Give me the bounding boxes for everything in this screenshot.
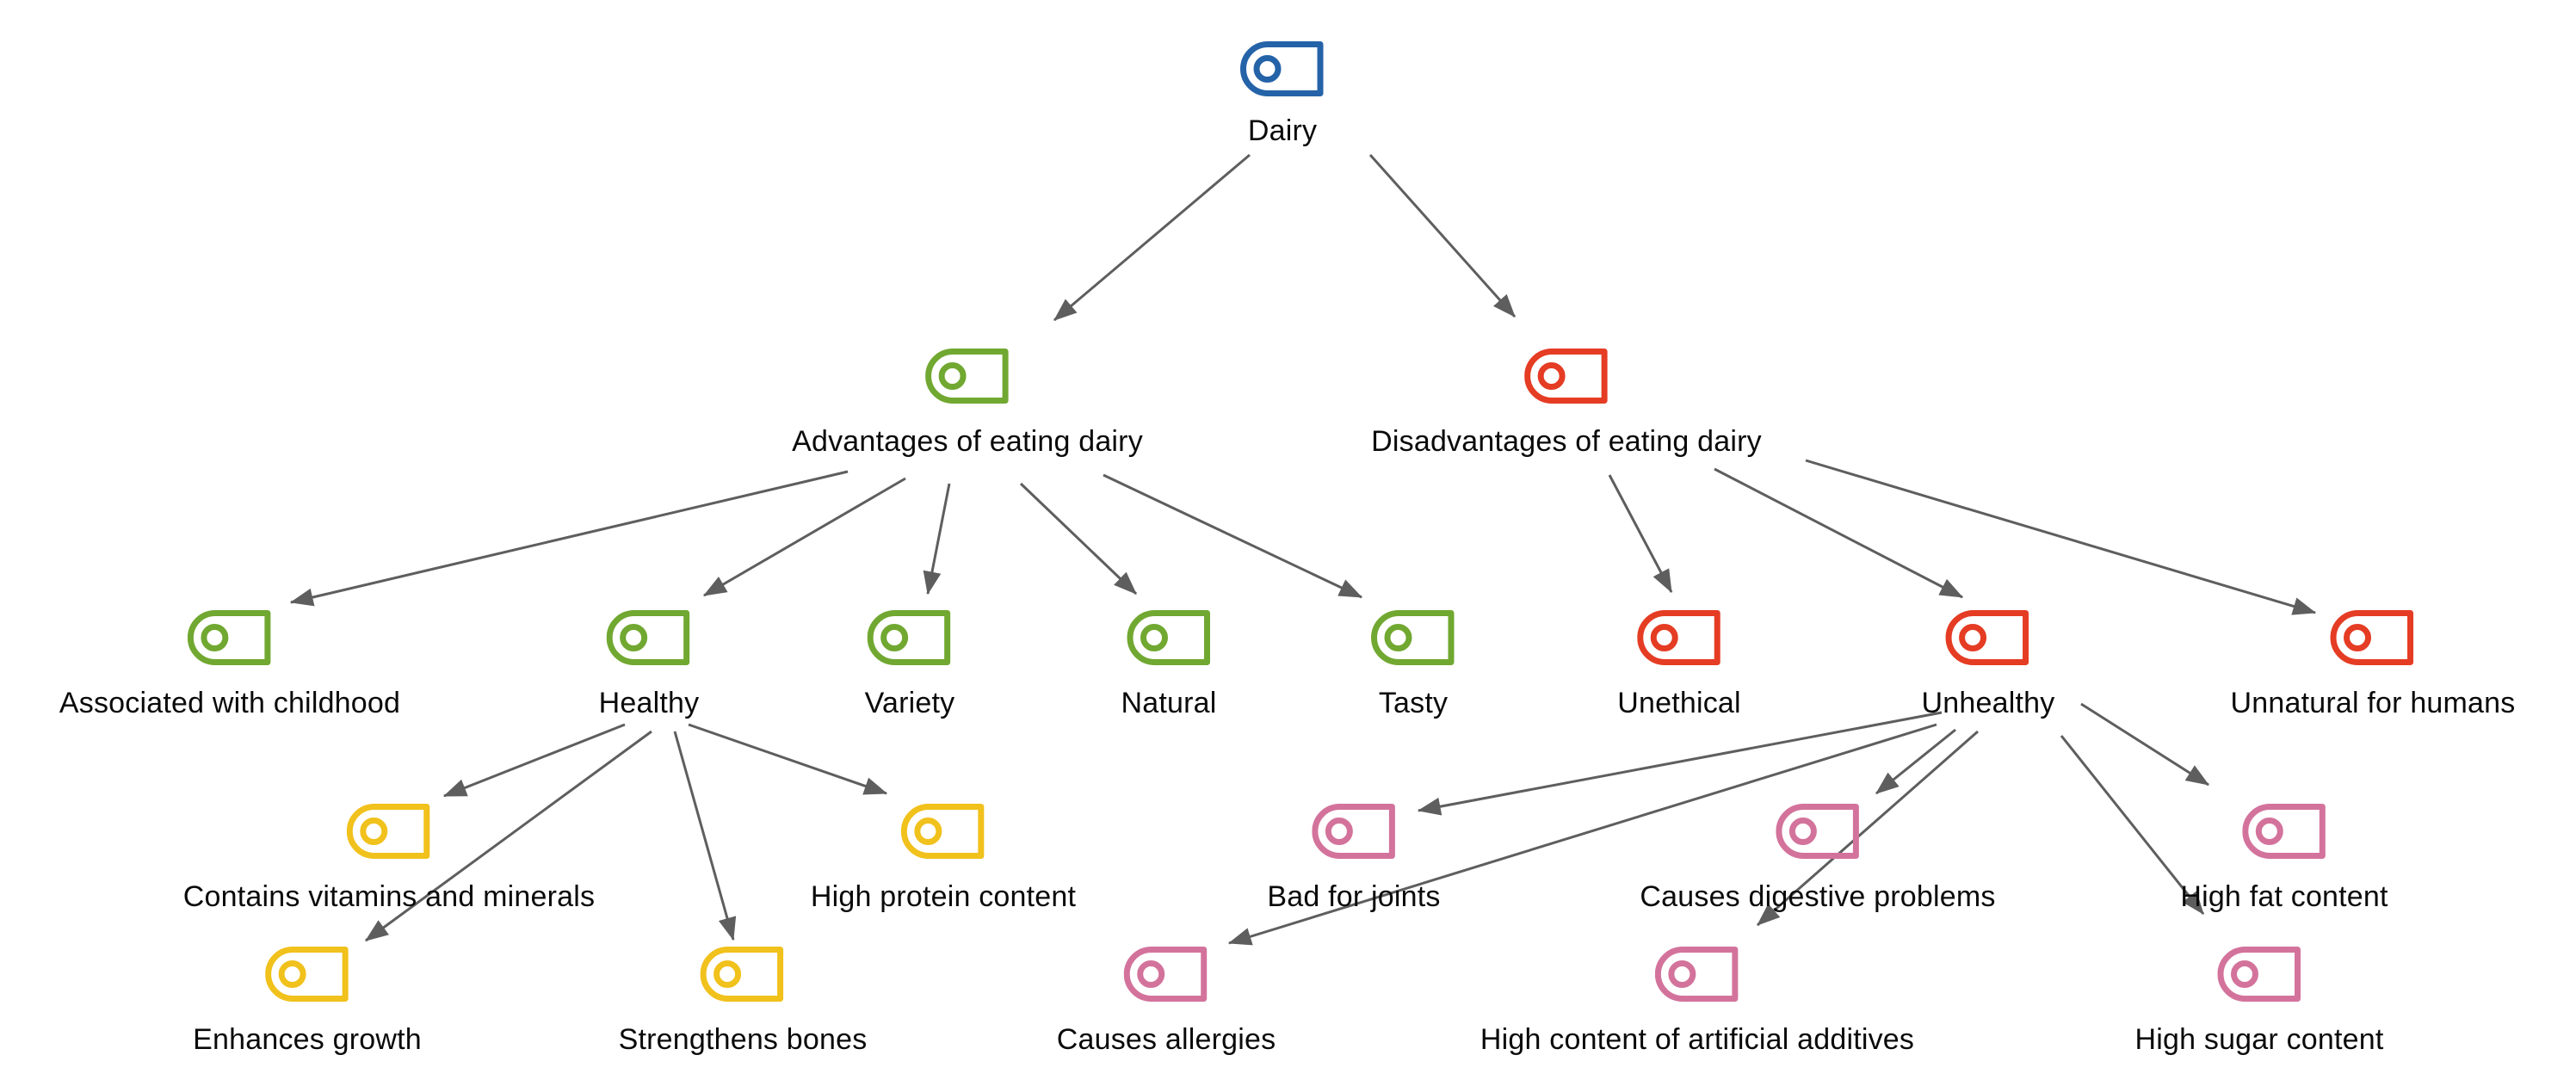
node-label[interactable]: Enhances growth <box>193 1023 422 1056</box>
tag-topic-icon <box>1240 41 1324 96</box>
node-high-fat[interactable]: High fat content <box>2180 804 2388 914</box>
edge-advantages-to-associated-childhood <box>289 470 849 607</box>
tag-topic-icon <box>1127 610 1210 665</box>
node-tasty[interactable]: Tasty <box>1371 610 1455 720</box>
node-high-content-artificial[interactable]: High content of artificial additives <box>1480 947 1914 1057</box>
node-high-sugar[interactable]: High sugar content <box>2135 947 2384 1057</box>
node-label[interactable]: Disadvantages of eating dairy <box>1371 425 1762 458</box>
tag-topic-icon <box>1371 610 1455 665</box>
node-strengthens-bones[interactable]: Strengthens bones <box>619 947 868 1057</box>
tag-topic-icon <box>607 610 690 665</box>
edge-healthy-to-high-protein <box>688 723 888 795</box>
node-label[interactable]: Causes digestive problems <box>1640 880 1996 913</box>
node-contains-vitamins[interactable]: Contains vitamins and minerals <box>183 804 595 914</box>
tag-topic-icon <box>1655 947 1739 1002</box>
edge-healthy-to-contains-vitamins <box>442 723 626 798</box>
edge-disadvantages-to-unethical <box>1608 474 1673 594</box>
node-label[interactable]: Bad for joints <box>1267 880 1441 913</box>
node-dairy[interactable]: Dairy <box>1240 41 1325 148</box>
node-label[interactable]: High content of artificial additives <box>1480 1023 1915 1056</box>
node-bad-for-joints[interactable]: Bad for joints <box>1267 804 1440 914</box>
node-label[interactable]: Unhealthy <box>1921 687 2055 719</box>
tag-topic-icon <box>265 947 349 1002</box>
node-advantages[interactable]: Advantages of eating dairy <box>792 349 1143 459</box>
node-label[interactable]: Contains vitamins and minerals <box>182 880 596 913</box>
tag-topic-icon <box>347 804 430 859</box>
node-label[interactable]: Unethical <box>1617 687 1741 719</box>
node-associated-childhood[interactable]: Associated with childhood <box>59 610 400 720</box>
node-healthy[interactable]: Healthy <box>599 610 700 720</box>
tag-topic-icon <box>2242 804 2326 859</box>
tag-topic-icon <box>2217 947 2301 1002</box>
node-unethical[interactable]: Unethical <box>1617 610 1741 720</box>
node-label[interactable]: Associated with childhood <box>59 687 401 719</box>
edge-dairy-to-advantages <box>1053 153 1251 322</box>
tag-topic-icon <box>1124 947 1208 1002</box>
edge-disadvantages-to-unhealthy <box>1714 467 1964 599</box>
edge-advantages-to-tasty <box>1103 473 1363 599</box>
node-unnatural-for-humans[interactable]: Unnatural for humans <box>2231 610 2516 720</box>
tag-topic-icon <box>1312 804 1395 859</box>
tag-topic-icon <box>1524 349 1608 404</box>
node-label[interactable]: High fat content <box>2180 880 2388 913</box>
node-label[interactable]: Causes allergies <box>1056 1023 1276 1056</box>
edge-dairy-to-disadvantages <box>1368 154 1517 318</box>
node-label[interactable]: Variety <box>864 687 955 719</box>
node-disadvantages[interactable]: Disadvantages of eating dairy <box>1371 349 1762 459</box>
node-label[interactable]: Tasty <box>1378 687 1449 719</box>
tag-topic-icon <box>1776 804 1859 859</box>
edge-healthy-to-strengthens-bones <box>673 731 737 941</box>
node-label[interactable]: Unnatural for humans <box>2230 687 2516 719</box>
tag-topic-icon <box>1637 610 1720 665</box>
node-label[interactable]: Advantages of eating dairy <box>792 425 1143 458</box>
edge-advantages-to-healthy <box>702 477 906 597</box>
tag-topic-icon <box>901 804 985 859</box>
edge-advantages-to-natural <box>1019 482 1138 595</box>
node-causes-digestive[interactable]: Causes digestive problems <box>1640 804 1995 914</box>
node-causes-allergies[interactable]: Causes allergies <box>1057 947 1276 1057</box>
tag-topic-icon <box>188 610 271 665</box>
edge-unhealthy-to-causes-digestive <box>1875 728 1956 795</box>
node-label[interactable]: High sugar content <box>2134 1023 2384 1056</box>
tag-topic-icon <box>868 610 951 665</box>
node-label[interactable]: High protein content <box>810 880 1077 913</box>
node-label[interactable]: Natural <box>1121 687 1217 719</box>
node-label[interactable]: Healthy <box>598 687 700 719</box>
node-enhances-growth[interactable]: Enhances growth <box>193 947 422 1057</box>
node-variety[interactable]: Variety <box>865 610 955 720</box>
node-label[interactable]: Dairy <box>1247 114 1318 147</box>
node-natural[interactable]: Natural <box>1121 610 1216 720</box>
node-label[interactable]: Strengthens bones <box>618 1023 868 1056</box>
tag-topic-icon <box>2331 610 2414 665</box>
edge-disadvantages-to-unnatural-for-humans <box>1805 459 2317 615</box>
edge-advantages-to-variety <box>923 483 951 595</box>
tag-topic-icon <box>701 947 784 1002</box>
edge-unhealthy-to-bad-for-joints <box>1417 711 1943 816</box>
node-high-protein[interactable]: High protein content <box>811 804 1076 914</box>
tag-topic-icon <box>925 349 1009 404</box>
node-unhealthy[interactable]: Unhealthy <box>1922 610 2055 720</box>
tag-topic-icon <box>1946 610 2029 665</box>
edge-unhealthy-to-high-fat <box>2080 702 2210 787</box>
